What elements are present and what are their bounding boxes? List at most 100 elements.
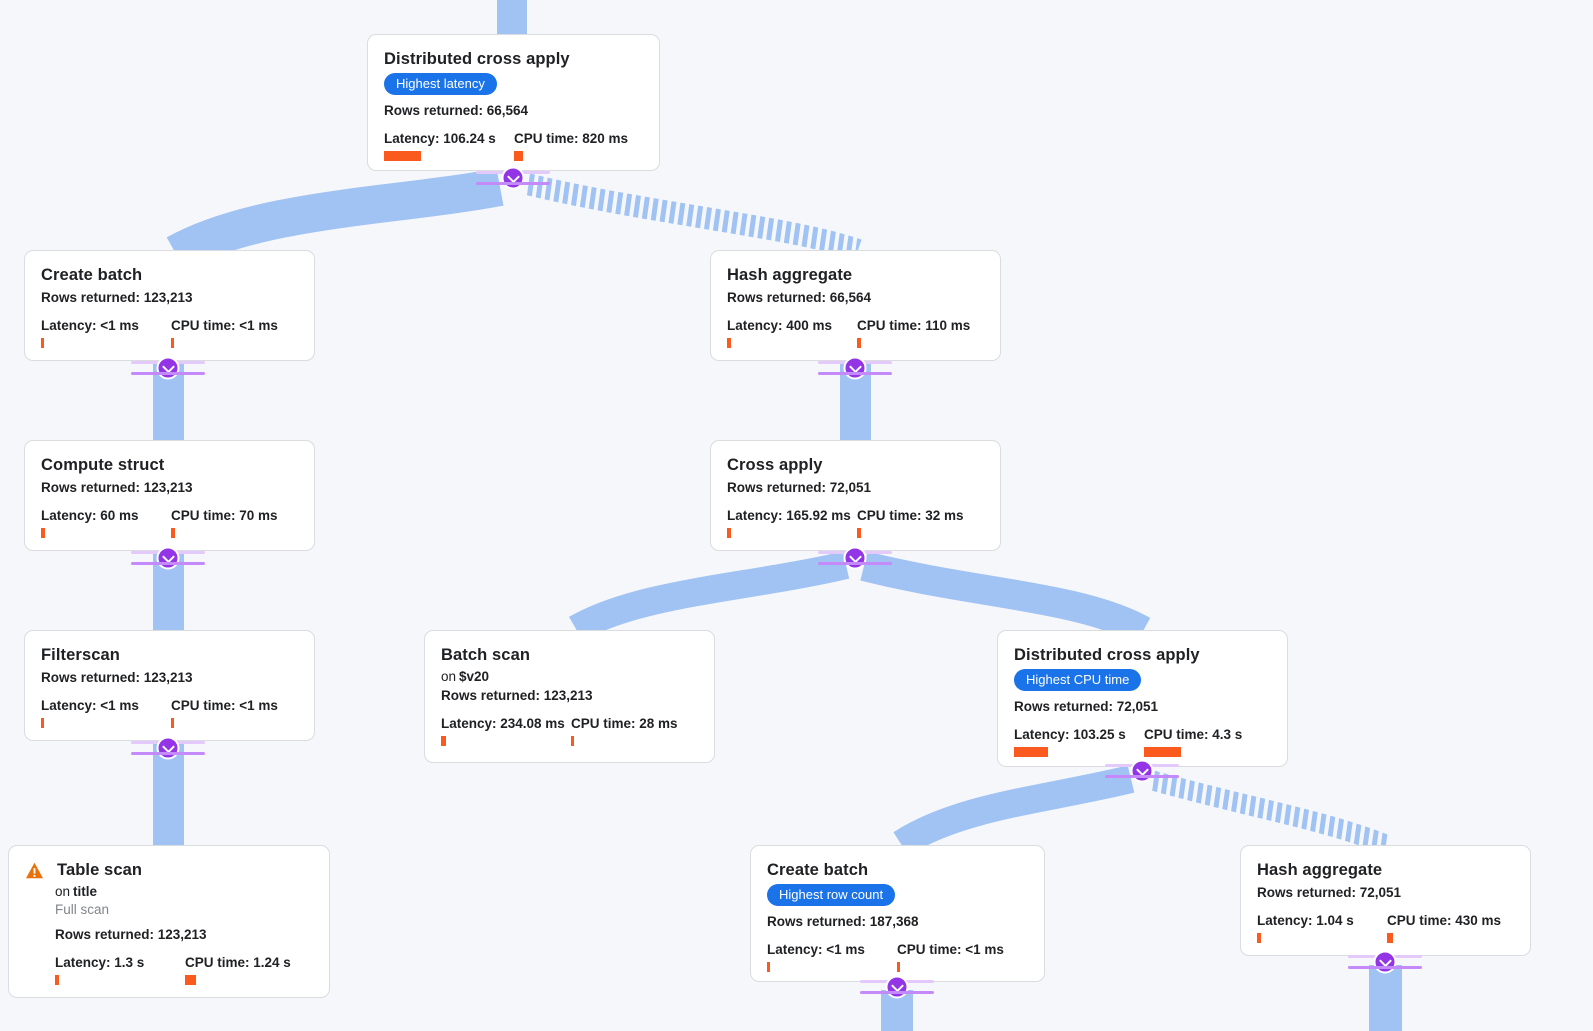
cpu-stat: CPU time: 1.24 s [185, 955, 291, 985]
rows-returned: Rows returned: 123,213 [55, 927, 207, 942]
latency-stat: Latency: 1.3 s [55, 955, 185, 985]
latency-stat: Latency: 400 ms [727, 318, 857, 348]
edge-crossapply-dca2 [860, 551, 1151, 645]
cpu-bar [1144, 747, 1181, 757]
collapse-toggle-filterscan[interactable] [131, 736, 205, 760]
chevron-down-icon [501, 166, 525, 190]
latency-stat: Latency: 106.24 s [384, 131, 514, 161]
rows-returned: Rows returned: 72,051 [727, 480, 872, 495]
cpu-bar [185, 975, 196, 985]
rows-returned: Rows returned: 123,213 [41, 670, 193, 685]
plan-node-compute-struct[interactable]: Compute struct Rows returned: 123,213 La… [24, 440, 315, 551]
node-title: Distributed cross apply [384, 50, 570, 68]
cpu-stat: CPU time: <1 ms [171, 318, 278, 348]
node-title: Filterscan [41, 646, 120, 664]
latency-bar [1257, 933, 1261, 943]
node-title: Batch scan [441, 646, 531, 664]
latency-stat: Latency: <1 ms [767, 942, 897, 972]
latency-stat: Latency: 1.04 s [1257, 913, 1387, 943]
cpu-bar [171, 528, 175, 538]
cpu-stat: CPU time: 32 ms [857, 508, 964, 538]
node-title: Create batch [767, 861, 869, 879]
chevron-down-icon [843, 546, 867, 570]
chevron-down-icon [843, 356, 867, 380]
plan-node-create-batch[interactable]: Create batch Rows returned: 123,213 Late… [24, 250, 315, 361]
cpu-stat: CPU time: 820 ms [514, 131, 628, 161]
latency-bar [41, 528, 45, 538]
latency-stat: Latency: 60 ms [41, 508, 171, 538]
cpu-stat: CPU time: <1 ms [897, 942, 1004, 972]
highest-latency-badge: Highest latency [384, 73, 497, 95]
node-title: Compute struct [41, 456, 165, 474]
cpu-stat: CPU time: 430 ms [1387, 913, 1501, 943]
cpu-bar [1387, 933, 1393, 943]
chevron-down-icon [1373, 950, 1397, 974]
rows-returned: Rows returned: 187,368 [767, 914, 919, 929]
collapse-toggle-hash-aggregate[interactable] [818, 356, 892, 380]
latency-bar [1014, 747, 1048, 757]
cpu-bar [897, 962, 900, 972]
latency-bar [767, 962, 770, 972]
plan-node-distributed-cross-apply-right[interactable]: Distributed cross apply Highest CPU time… [997, 630, 1288, 767]
node-title: Distributed cross apply [1014, 646, 1200, 664]
cpu-stat: CPU time: 70 ms [171, 508, 278, 538]
highest-row-count-badge: Highest row count [767, 884, 896, 906]
cpu-stat: CPU time: 4.3 s [1144, 727, 1242, 757]
edge-hashaggregate2-down [1369, 965, 1402, 1031]
collapse-toggle-dca2[interactable] [1105, 759, 1179, 783]
cpu-bar [571, 736, 574, 746]
latency-bar [384, 151, 421, 161]
latency-bar [727, 528, 731, 538]
collapse-toggle-cross-apply[interactable] [818, 546, 892, 570]
rows-returned: Rows returned: 72,051 [1257, 885, 1402, 900]
node-title: Hash aggregate [1257, 861, 1383, 879]
node-title: Cross apply [727, 456, 823, 474]
collapse-toggle-create-batch-bottom[interactable] [860, 975, 934, 999]
edge-dca1-createbatch [166, 168, 504, 271]
latency-bar [727, 338, 731, 348]
latency-bar [41, 718, 44, 728]
collapse-toggle-compute-struct[interactable] [131, 546, 205, 570]
plan-node-hash-aggregate[interactable]: Hash aggregate Rows returned: 66,564 Lat… [710, 250, 1001, 361]
rows-returned: Rows returned: 123,213 [41, 480, 193, 495]
warning-icon [26, 862, 43, 878]
edge-dca2-hashaggregate2 [1148, 770, 1391, 855]
latency-stat: Latency: 165.92 ms [727, 508, 857, 538]
edge-dca1-hashaggregate [524, 173, 862, 261]
latency-bar [55, 975, 59, 985]
chevron-down-icon [885, 975, 909, 999]
edge-dca2-createbatch2 [893, 765, 1135, 856]
node-title: Hash aggregate [727, 266, 853, 284]
collapse-toggle-hash-aggregate-bottom[interactable] [1348, 950, 1422, 974]
edge-crossapply-batchscan [569, 551, 850, 642]
node-title: Create batch [41, 266, 143, 284]
rows-returned: Rows returned: 66,564 [384, 103, 529, 118]
chevron-down-icon [156, 546, 180, 570]
plan-node-distributed-cross-apply-top[interactable]: Distributed cross apply Highest latency … [367, 34, 660, 171]
latency-bar [41, 338, 44, 348]
chevron-down-icon [156, 356, 180, 380]
plan-node-cross-apply[interactable]: Cross apply Rows returned: 72,051 Latenc… [710, 440, 1001, 551]
collapse-toggle-dca1[interactable] [476, 166, 550, 190]
plan-node-filterscan[interactable]: Filterscan Rows returned: 123,213 Latenc… [24, 630, 315, 741]
cpu-bar [514, 151, 523, 161]
rows-returned: Rows returned: 66,564 [727, 290, 872, 305]
plan-node-hash-aggregate-bottom[interactable]: Hash aggregate Rows returned: 72,051 Lat… [1240, 845, 1531, 956]
rows-returned: Rows returned: 123,213 [441, 688, 593, 703]
collapse-toggle-create-batch[interactable] [131, 356, 205, 380]
plan-node-batch-scan[interactable]: Batch scan on$v20 Rows returned: 123,213… [424, 630, 715, 763]
plan-node-create-batch-bottom[interactable]: Create batch Highest row count Rows retu… [750, 845, 1045, 982]
cpu-stat: CPU time: 28 ms [571, 716, 678, 746]
cpu-bar [171, 718, 174, 728]
cpu-bar [857, 528, 861, 538]
cpu-stat: CPU time: <1 ms [171, 698, 278, 728]
cpu-stat: CPU time: 110 ms [857, 318, 970, 348]
full-scan-note: Full scan [55, 902, 110, 917]
latency-stat: Latency: <1 ms [41, 698, 171, 728]
rows-returned: Rows returned: 72,051 [1014, 699, 1159, 714]
chevron-down-icon [156, 736, 180, 760]
cpu-bar [857, 338, 861, 348]
cpu-bar [171, 338, 174, 348]
